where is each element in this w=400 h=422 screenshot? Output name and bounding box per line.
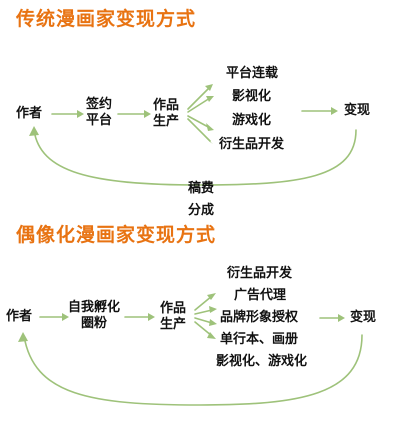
fan-arrow-2 [194,309,213,315]
section2-title: 偶像化漫画家变现方式 [16,224,217,246]
arrow-head [207,332,216,339]
section1-signing-line1: 签约 [86,97,113,112]
section2-production: 作品 生产 [160,301,186,333]
fan-arrow-1 [194,295,213,311]
section1-signing-line2: 平台 [86,113,113,128]
section1-production-line2: 生产 [153,114,180,129]
arrow-head [29,126,39,136]
section2-self-incubation: 自我孵化 圈粉 [68,300,120,332]
arrow-head [77,110,84,118]
section2-channel-1: 衍生品开发 [227,266,293,281]
fan-arrow-4 [187,118,211,142]
section1-production: 作品 生产 [153,98,179,130]
section2-incubate-line2: 圈粉 [81,316,108,331]
section1-feedback: 稿费 分成 [188,181,214,219]
arrow-head [207,293,216,300]
section1-channel-2: 影视化 [232,89,272,104]
section1-signing-platform: 签约 平台 [86,97,112,129]
section2-channel-2: 广告代理 [234,288,287,303]
section2-monetize: 变现 [350,310,377,325]
section2-author: 作者 [6,309,33,324]
fan-arrow-3 [187,115,211,129]
section1-arrows [29,84,357,186]
arrow-head [148,313,155,321]
section2-channel-3: 品牌形象授权 [220,310,299,325]
section1-production-line1: 作品 [153,98,180,113]
section2-production-line2: 生产 [160,317,187,332]
section2-production-line1: 作品 [160,301,187,316]
fan-arrow-1 [187,86,211,110]
feedback-curve [33,129,357,186]
arrow-head [338,314,345,322]
section1-feedback-line2: 分成 [188,203,215,218]
section1-title: 传统漫画家变现方式 [16,8,197,30]
section2-channel-4: 单行本、画册 [220,332,299,347]
section1-author: 作者 [16,106,43,121]
section2-channel-5: 影视化、游戏化 [216,354,308,369]
section2-arrows [18,293,363,406]
feedback-curve [23,334,363,406]
arrow-head [62,313,69,321]
fan-arrow-2 [187,97,211,113]
section2-incubate-line1: 自我孵化 [68,300,121,315]
section1-feedback-line1: 稿费 [188,181,215,196]
section1-monetize: 变现 [344,103,371,118]
section1-channel-3: 游戏化 [232,113,272,128]
arrow-head [206,123,214,131]
section1-channel-1: 平台连载 [226,66,279,81]
arrow-head [205,137,213,144]
arrow-head [144,110,151,118]
fan-arrow-3 [194,317,213,324]
section1-channel-4: 衍生品开发 [219,137,285,152]
arrow-head [209,306,217,313]
arrow-head [209,319,217,326]
arrow-head [205,84,213,91]
arrow-head [331,107,338,115]
arrow-head [206,96,214,102]
arrow-head [18,332,28,342]
